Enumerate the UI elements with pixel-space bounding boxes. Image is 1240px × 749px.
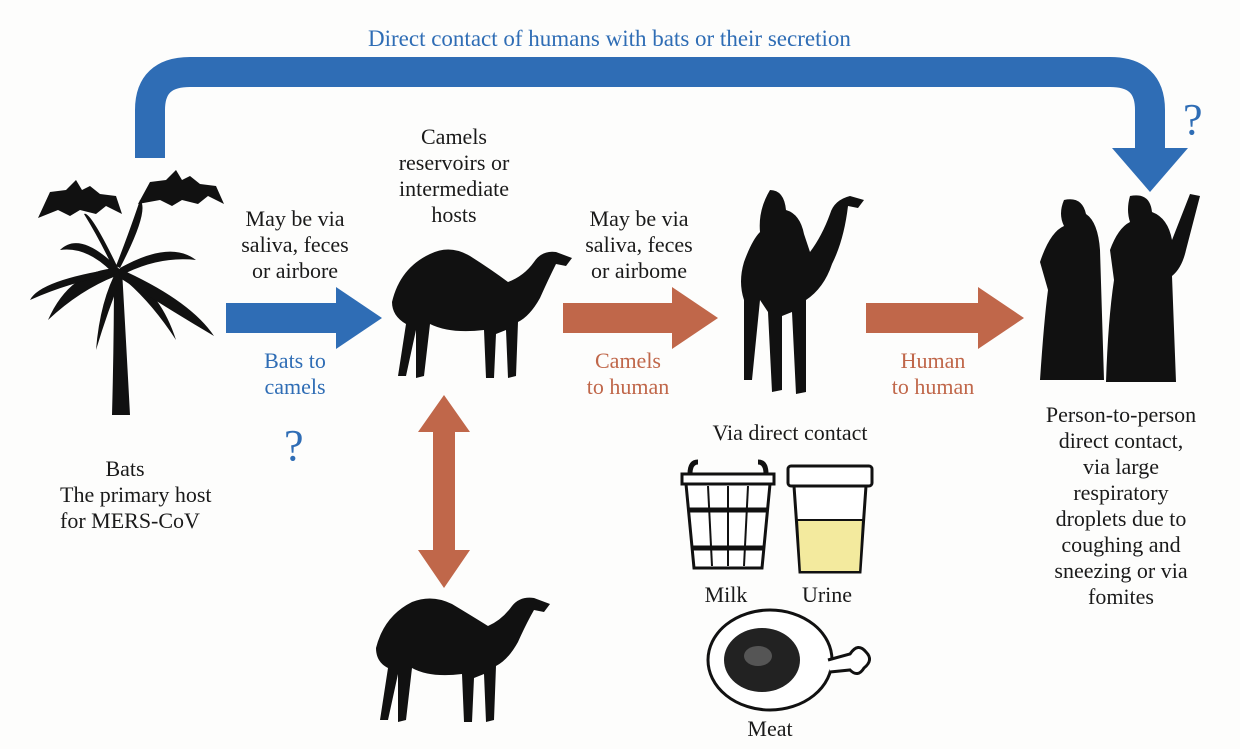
camels-line-3: intermediate <box>392 176 516 202</box>
camels-to-human-line-1: Camels <box>568 348 688 374</box>
bats-caption: Bats The primary host for MERS-CoV <box>60 456 190 534</box>
camels-caption: Camels reservoirs or intermediate hosts <box>392 124 516 228</box>
camel-to-camel-double-arrow <box>418 395 470 588</box>
top-direct-contact-arrow <box>150 72 1188 192</box>
bats-to-camels-label: Bats to camels <box>240 348 350 400</box>
bats-to-camels-question-mark: ? <box>284 424 304 468</box>
bats-to-camels-line-2: camels <box>240 374 350 400</box>
camels-line-4: hosts <box>392 202 516 228</box>
bats-camels-mode-line-2: saliva, feces <box>228 232 362 258</box>
bats-to-camels-arrow <box>226 287 382 349</box>
camels-human-mode-line-1: May be via <box>572 206 706 232</box>
human-to-human-label: Human to human <box>880 348 986 400</box>
bats-to-camels-line-1: Bats to <box>240 348 350 374</box>
top-arrow-question-mark: ? <box>1183 98 1203 142</box>
bat-icon <box>38 180 122 218</box>
person-to-person-line-5: droplets due to <box>1032 506 1210 532</box>
person-to-person-line-6: coughing and <box>1032 532 1210 558</box>
camels-human-mode-line-3: or airbome <box>572 258 706 284</box>
camel-rider-icon <box>741 190 864 394</box>
bats-line-3: for MERS-CoV <box>60 508 190 534</box>
urine-jar-icon <box>788 466 872 572</box>
camels-line-2: reservoirs or <box>392 150 516 176</box>
meat-label: Meat <box>740 716 800 742</box>
camels-to-human-arrow <box>563 287 718 349</box>
human-to-human-arrow <box>866 287 1024 349</box>
camels-to-human-line-2: to human <box>568 374 688 400</box>
camels-human-mode-line-2: saliva, feces <box>572 232 706 258</box>
milk-bucket-icon <box>682 462 774 568</box>
camels-to-human-label: Camels to human <box>568 348 688 400</box>
human-to-human-line-1: Human <box>880 348 986 374</box>
bats-camels-mode-text: May be via saliva, feces or airbore <box>228 206 362 284</box>
person-to-person-line-8: fomites <box>1032 584 1210 610</box>
bats-camels-mode-line-1: May be via <box>228 206 362 232</box>
camel-icon <box>392 249 572 378</box>
camels-human-mode-text: May be via saliva, feces or airbome <box>572 206 706 284</box>
person-to-person-line-3: via large <box>1032 454 1210 480</box>
top-arrow-label: Direct contact of humans with bats or th… <box>368 26 851 52</box>
human-to-human-line-2: to human <box>880 374 986 400</box>
bats-title: Bats <box>60 456 190 482</box>
camels-line-1: Camels <box>392 124 516 150</box>
meat-icon <box>708 610 870 710</box>
bat-icon <box>138 170 224 206</box>
milk-label: Milk <box>696 582 756 608</box>
person-to-person-line-7: sneezing or via <box>1032 558 1210 584</box>
person-to-person-caption: Person-to-person direct contact, via lar… <box>1032 402 1210 610</box>
palm-tree-icon <box>30 200 214 415</box>
person-to-person-line-1: Person-to-person <box>1032 402 1210 428</box>
bats-line-2: The primary host <box>60 482 190 508</box>
person-to-person-line-4: respiratory <box>1032 480 1210 506</box>
people-icon <box>1040 194 1200 382</box>
urine-label: Urine <box>794 582 860 608</box>
camel-icon <box>376 598 550 722</box>
person-to-person-line-2: direct contact, <box>1032 428 1210 454</box>
bats-camels-mode-line-3: or airbore <box>228 258 362 284</box>
direct-contact-title: Via direct contact <box>690 420 890 446</box>
